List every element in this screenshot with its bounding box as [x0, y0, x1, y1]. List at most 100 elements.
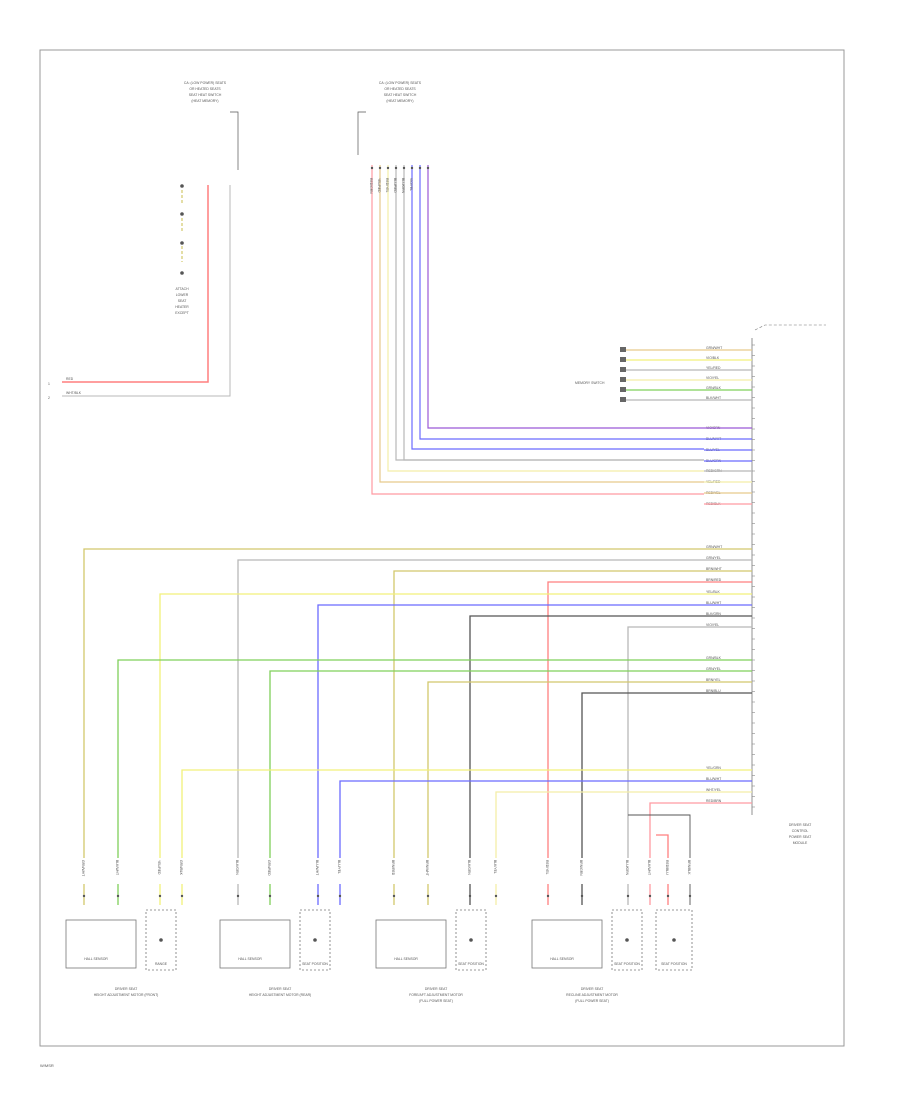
wire-label-bus: RED/BRN — [706, 799, 722, 803]
wire-bus — [83, 548, 752, 905]
svg-text:SEAT HEAT SWITCH: SEAT HEAT SWITCH — [384, 93, 417, 97]
memory-switch-pin — [620, 377, 626, 382]
top-center-caption: CA: (LOW POWER) SEATS OR HEATED SEATS SE… — [379, 81, 422, 103]
svg-text:ATTACH: ATTACH — [175, 287, 189, 291]
position-switch-label: RANGE — [155, 962, 168, 966]
pin-label-drop: BRN/RED — [391, 860, 395, 876]
wire-top-center — [379, 165, 704, 483]
top-left-caption: CA: (LOW POWER) SEATS OR HEATED SEATS SE… — [184, 81, 227, 103]
pin-label-drop: BLK/GRN — [235, 860, 239, 875]
position-switch-label: SEAT POSITION — [614, 962, 640, 966]
pin-label-drop: BLU/GRN — [625, 860, 629, 876]
pin-label-top-center: BLU/RED — [393, 178, 397, 193]
pin-dot — [116, 894, 120, 898]
pin-dot — [394, 166, 398, 170]
driver-seat-module-label: DRIVER SEAT CONTROL POWER SEAT MODULE — [789, 823, 811, 845]
hall-sensor-box — [65, 919, 137, 969]
pin-label-bg — [545, 858, 551, 884]
wire-top-center — [403, 165, 704, 461]
pin-dot — [626, 894, 630, 898]
svg-text:SEAT: SEAT — [178, 299, 187, 303]
top-center-leader — [357, 111, 366, 155]
wire-top-center — [387, 165, 704, 472]
svg-text:DRIVER SEAT: DRIVER SEAT — [789, 823, 811, 827]
wire-bus — [237, 559, 752, 905]
wire-label-bus: BLK/GRN — [706, 612, 721, 616]
wire-label-bus: BRN/RED — [706, 578, 722, 582]
pin-dot — [370, 166, 374, 170]
pin-label-top-center: YEL/RED — [377, 178, 381, 193]
pin-label-bg — [315, 858, 321, 884]
position-switch-label: SEAT POSITION — [458, 962, 484, 966]
wire-label-memory: BLK/WHT — [706, 396, 721, 400]
wire-bus — [317, 604, 752, 905]
wire-black-jog — [628, 814, 691, 905]
memory-switch-pin — [620, 357, 626, 362]
wire-bus — [117, 659, 752, 905]
motor-title: DRIVER SEAT — [269, 987, 291, 991]
pin-label-drop: BLU/WHT — [315, 860, 319, 875]
pin-dot — [546, 894, 550, 898]
pin-dot — [410, 166, 414, 170]
svg-text:2: 2 — [48, 396, 50, 400]
wire-top-center — [411, 165, 704, 450]
extra-position-switch-label: SEAT POSITION — [661, 962, 687, 966]
pin-dot — [338, 894, 342, 898]
pin-dot — [666, 894, 670, 898]
wire-label-red: RED — [66, 377, 74, 381]
wire-bus — [547, 581, 752, 905]
memory-switch-label: MEMORY SWITCH — [575, 381, 605, 385]
wire-label-memory: VIO/YEL — [706, 376, 719, 380]
pin-label-drop: BLK/GRN — [467, 860, 471, 875]
diagram-border — [39, 49, 845, 1047]
switch-contact — [672, 938, 676, 942]
pin-label-bg — [235, 858, 241, 884]
svg-text:SEAT HEAT SWITCH: SEAT HEAT SWITCH — [189, 93, 222, 97]
wire-label-memory: VIO/BLK — [706, 356, 720, 360]
pin-dot — [648, 894, 652, 898]
pin-dot — [688, 894, 692, 898]
svg-text:EXCEPT: EXCEPT — [175, 311, 189, 315]
pin-label-drop: BRN/BLK — [687, 860, 691, 875]
pin-label-bg — [115, 858, 121, 884]
svg-text:MODULE: MODULE — [793, 841, 808, 845]
pin-label-bg — [179, 858, 185, 884]
wire-bus — [495, 791, 752, 905]
hall-sensor-label: HALL SENSOR — [394, 957, 418, 961]
pin-label-bg — [81, 858, 87, 884]
wire-label-bus: WHT/YEL — [706, 788, 721, 792]
pin-label-bg — [157, 858, 163, 884]
hall-sensor-box — [531, 919, 603, 969]
svg-text:HEATER: HEATER — [175, 305, 189, 309]
wire-bus — [427, 681, 752, 905]
pin-label-bg — [625, 858, 631, 884]
pin-label-bg — [337, 858, 343, 884]
svg-text:(HEAT MEMORY): (HEAT MEMORY) — [191, 99, 218, 103]
top-left-leader — [230, 111, 239, 170]
pin-label-bg — [425, 858, 431, 884]
svg-text:(HEAT MEMORY): (HEAT MEMORY) — [386, 99, 413, 103]
wire-bus — [269, 670, 752, 905]
pin-label-drop: RED/BLU — [665, 860, 669, 875]
pin-dot — [418, 166, 422, 170]
svg-text:OR HEATED SEATS: OR HEATED SEATS — [384, 87, 416, 91]
memory-switch-pin — [620, 397, 626, 402]
pin-dot — [82, 894, 86, 898]
wire-label-bus: GRN/BLK — [706, 656, 722, 660]
wire-label-bus: BRN/BLU — [706, 689, 721, 693]
pin-label-drop: BRN/GRN — [579, 860, 583, 876]
wire-bus — [159, 593, 752, 905]
svg-text:POWER SEAT: POWER SEAT — [789, 835, 811, 839]
wire-top-center — [395, 165, 704, 461]
pin-label-drop: RED/YEL — [545, 860, 549, 875]
svg-text:CA: (LOW POWER) SEATS: CA: (LOW POWER) SEATS — [184, 81, 227, 85]
motor-title: DRIVER SEAT — [581, 987, 603, 991]
pin-dot — [426, 894, 430, 898]
svg-text:LOWER: LOWER — [176, 293, 189, 297]
wire-bus — [627, 626, 752, 905]
motor-title: DRIVER SEAT — [115, 987, 137, 991]
memory-switch-pin — [620, 367, 626, 372]
motor-title: (FULL POWER SEAT) — [575, 999, 609, 1003]
